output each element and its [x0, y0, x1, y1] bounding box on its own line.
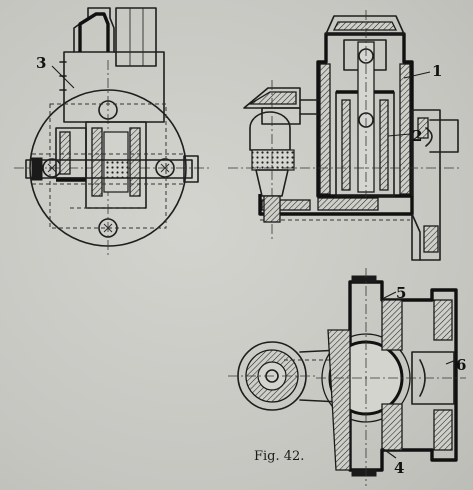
housing-turret — [115, 7, 157, 67]
filter-element — [103, 159, 129, 179]
cap-bottom — [351, 469, 377, 477]
callout-4: 4 — [394, 459, 404, 477]
top-cap — [325, 15, 405, 35]
horizontal-shaft — [25, 159, 193, 179]
cap-top — [351, 275, 377, 283]
filter-mesh — [251, 149, 295, 171]
callout-3: 3 — [36, 54, 46, 72]
left-view: 3 — [14, 7, 212, 258]
callout-6: 6 — [456, 356, 466, 374]
callout-5: 5 — [396, 284, 406, 302]
right-flange — [411, 109, 441, 261]
shaft-end-right — [183, 155, 199, 183]
base-plate — [258, 194, 414, 216]
figure-caption: Fig. 42. — [254, 449, 304, 464]
upper-housing — [63, 51, 165, 123]
bolt-hole-right — [155, 158, 175, 178]
bottom-view: 5 6 4 — [228, 268, 466, 486]
callout-1: 1 — [432, 62, 442, 80]
shaft-end-left — [31, 157, 43, 181]
callout-2: 2 — [412, 127, 422, 145]
section-view: 1 2 — [228, 10, 462, 261]
filter-bell — [249, 111, 291, 151]
